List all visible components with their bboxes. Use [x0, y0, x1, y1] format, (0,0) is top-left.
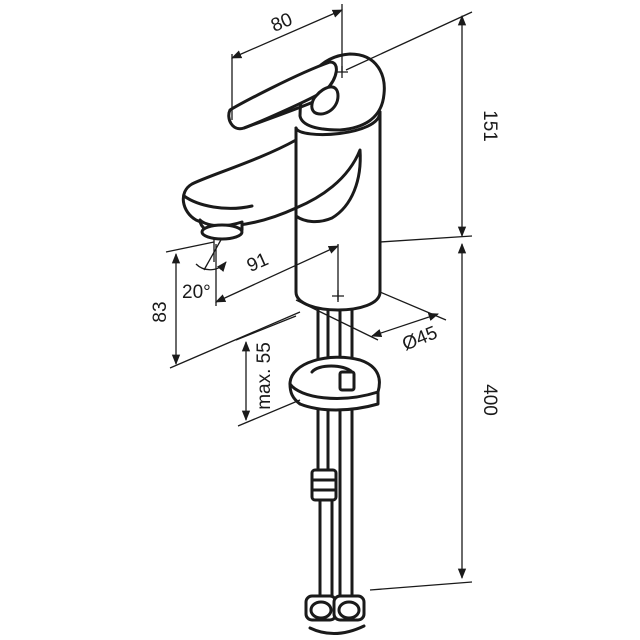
lever-handle [227, 52, 386, 132]
dimension-deck-max55: max. 55 [235, 315, 301, 427]
mounting-plate [288, 355, 381, 412]
faucet-spout [181, 138, 362, 241]
dimension-outlet-83: 83 [150, 241, 301, 369]
dimension-label-151: 151 [479, 110, 500, 142]
dimension-label-91: 91 [244, 249, 272, 277]
dimension-label-83: 83 [150, 301, 171, 322]
dimension-hose-400: 400 [369, 242, 500, 591]
dimension-label-max55: max. 55 [254, 342, 275, 410]
dimension-label-diameter-45: Ø45 [399, 322, 440, 355]
dimension-angle-20: 20° [182, 237, 227, 303]
dimension-label-400: 400 [479, 384, 500, 416]
dimension-height-151: 151 [345, 11, 500, 243]
dimension-label-20deg: 20° [182, 282, 211, 303]
